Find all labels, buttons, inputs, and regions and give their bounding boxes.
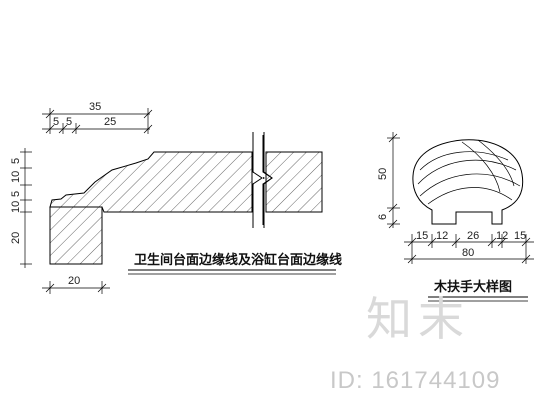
dim-left-1: 10 (10, 171, 22, 183)
countertop-caption: 卫生间台面边缘线及浴缸台面边缘线 (134, 252, 342, 268)
dim-left-0: 5 (10, 158, 22, 164)
handrail-detail: 50 6 15 12 26 12 15 80 (377, 132, 534, 302)
handrail-dim-part-2: 26 (467, 230, 479, 242)
countertop-slab-continuation (265, 151, 323, 213)
top-dimension: 35 5 5 25 (42, 101, 153, 134)
handrail-dim-total: 80 (462, 247, 474, 259)
bottom-dimension: 20 (42, 275, 110, 294)
countertop-slab-profile (49, 151, 253, 213)
dim-left-3: 10 (10, 201, 22, 213)
handrail-dim-part-1: 12 (436, 230, 448, 242)
dim-top-c: 25 (104, 116, 116, 128)
dim-bottom: 20 (68, 275, 80, 287)
handrail-dim-part-3: 12 (496, 230, 508, 242)
watermark-logo: 知末 (366, 292, 470, 346)
dim-top-total: 35 (89, 101, 101, 113)
dim-left-4: 20 (10, 232, 22, 244)
support-block (49, 206, 103, 265)
handrail-bottom-dimension: 15 12 26 12 15 80 (404, 230, 534, 264)
countertop-edge-detail: 35 5 5 25 5 10 5 10 20 20 (10, 101, 342, 294)
handrail-profile (412, 139, 524, 225)
dim-left-2: 5 (10, 191, 22, 197)
handrail-caption: 木扶手大样图 (433, 279, 512, 295)
handrail-dim-part-4: 15 (514, 230, 526, 242)
handrail-dim-part-0: 15 (416, 230, 428, 242)
handrail-left-dimension: 50 6 (377, 132, 400, 229)
dim-top-a: 5 (53, 116, 59, 128)
handrail-dim-6: 6 (377, 214, 389, 220)
handrail-dim-50: 50 (377, 168, 389, 180)
dim-top-b: 5 (66, 116, 72, 128)
left-dimension: 5 10 5 10 20 (10, 148, 32, 268)
watermark: 知末 ID: 161744109 (330, 292, 500, 394)
watermark-id: ID: 161744109 (330, 367, 500, 394)
